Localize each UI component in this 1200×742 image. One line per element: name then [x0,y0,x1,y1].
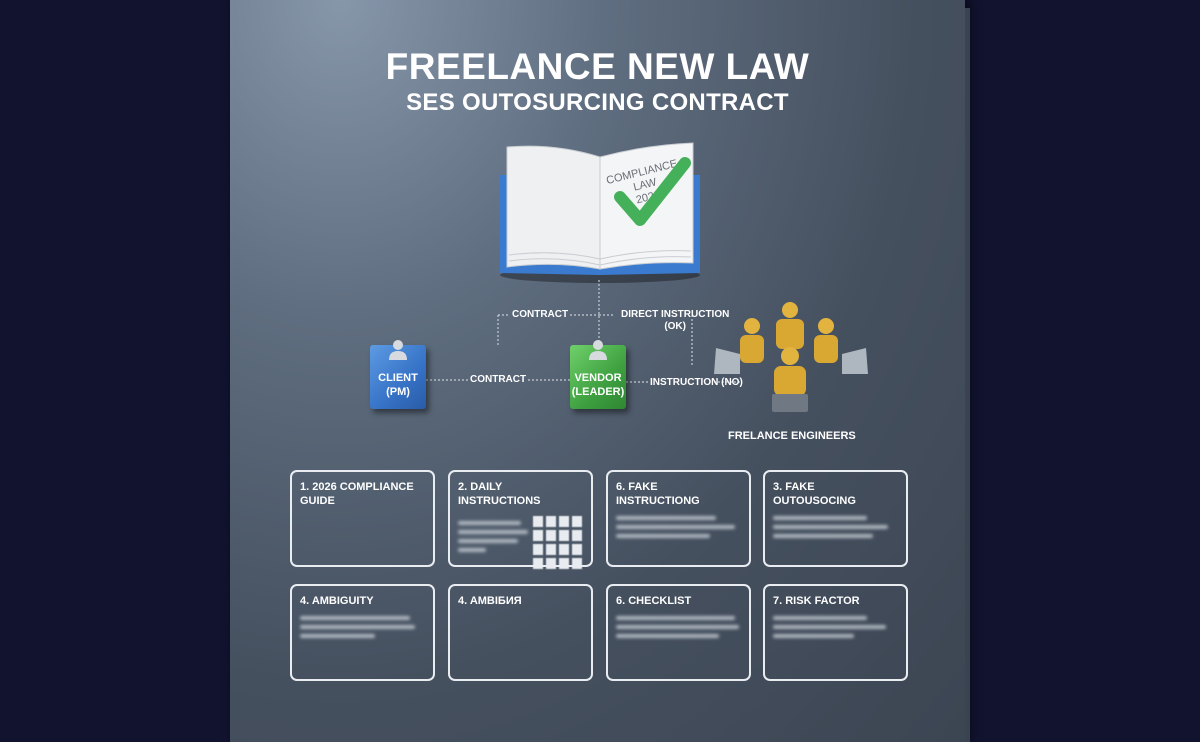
info-card-ambibia: 4. AMBIБИЯ [448,584,593,681]
engineer-figure-left [714,318,764,374]
card-blurred-text [773,516,898,538]
info-card-risk-factor: 7. RISK FACTOR [763,584,908,681]
card-blurred-text [773,616,898,638]
poster-subtitle: SES OUTOSURCING CONTRACT [406,89,789,116]
info-card-daily-instructions: 2. DAILY INSTRUCTIONS [448,470,593,569]
card-title: 4. AMBIБИЯ [458,595,522,607]
person-icon [589,340,607,360]
client-label-line-1: CLIENT [378,372,418,384]
engineer-figure-right [814,318,868,374]
info-card-ambiguity: 4. AMBIGUITY [290,584,435,681]
person-icon [389,340,407,360]
card-title: 2. DAILY INSTRUCTIONS [458,481,541,507]
card-blurred-text [616,516,741,538]
grid-icon [533,516,582,569]
card-blurred-text [300,616,425,638]
edge-label-contract-top: CONTRACT [512,309,569,320]
card-title: 6. FAKE INSTRUCTIONG [616,481,700,507]
edge-label-contract-mid: CONTRACT [470,374,527,385]
card-blurred-text [616,616,741,638]
engineer-figure-front [772,347,808,412]
laptop-icon [772,394,808,412]
checkmark-icon [614,157,691,226]
card-title: 6. CHECKLIST [616,595,692,607]
card-blurred-text [458,516,528,557]
freelance-engineers-label: FRELANCE ENGINEERS [728,430,856,442]
freelance-engineers-group [714,302,868,412]
vendor-label-line-1: VENDOR [574,372,622,384]
edge-label-direct-line-2: (OK) [664,321,686,332]
edge-label-instruction-no: INSTRUCTION (NO) [650,377,743,388]
vendor-label-line-2: (LEADER) [571,386,625,398]
info-card-checklist: 6. CHECKLIST [606,584,751,681]
info-card-fake-instructiong: 6. FAKE INSTRUCTIONG [606,470,751,567]
card-title: 3. FAKE OUTOUSOCING [773,481,856,507]
poster-title: FREELANCE NEW LAW [385,46,810,87]
client-node: CLIENT (PM) [370,345,426,409]
client-label-line-2: (PM) [386,386,410,398]
info-card-compliance-guide: 1. 2026 COMPLIANCE GUIDE [290,470,435,567]
edge-label-direct-line-1: DIRECT INSTRUCTION [621,309,730,320]
engineer-figure-center [776,302,804,349]
card-title: 7. RISK FACTOR [773,595,860,607]
card-title: 1. 2026 COMPLIANCE GUIDE [300,481,414,507]
edge-label-direct-instruction: DIRECT INSTRUCTION (OK) [621,309,729,333]
book-icon: COMPLIANCE LAW 2026 [500,142,700,283]
laptop-icon [842,348,868,374]
card-title: 4. AMBIGUITY [300,595,374,607]
connector-lines [426,280,742,383]
infographic-poster: FREELANCE NEW LAW SES OUTOSURCING CONTRA… [230,0,965,742]
laptop-icon [714,348,740,374]
info-card-fake-outousocing: 3. FAKE OUTOUSOCING [763,470,908,567]
poster-edge-shadow [965,8,970,742]
book-text-line-2: LAW [632,176,658,193]
